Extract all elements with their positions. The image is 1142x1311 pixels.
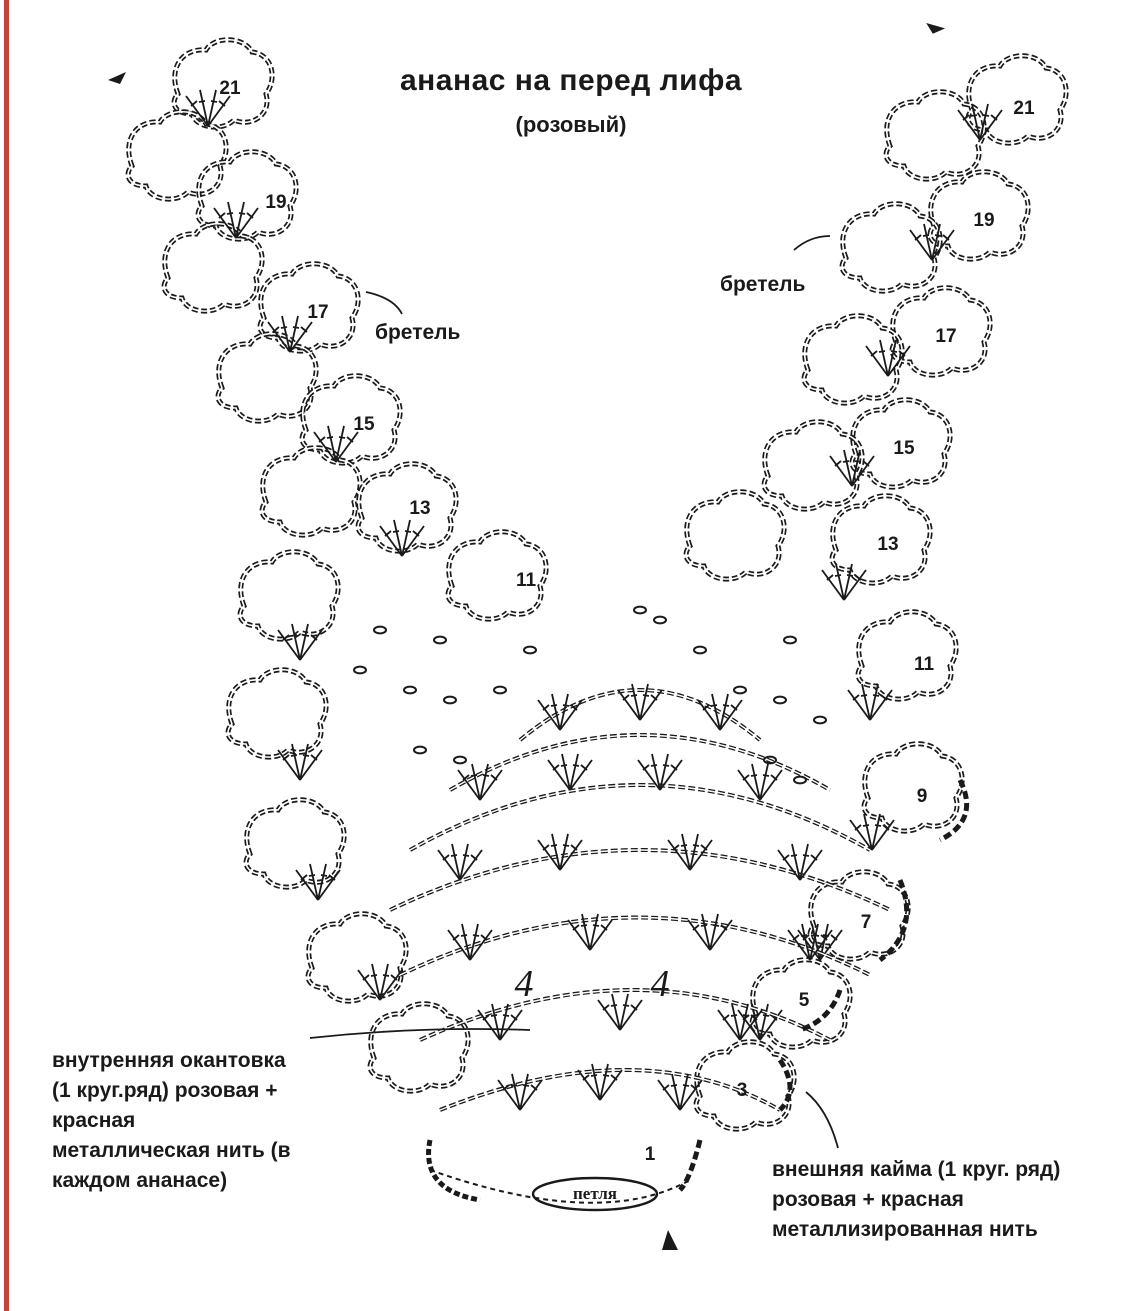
pineapple-fans	[438, 684, 832, 1110]
row-number: 3	[737, 1080, 748, 1101]
row-number: 11	[516, 570, 537, 591]
left-strap-stitches	[186, 90, 424, 1000]
strap-label-right: бретель	[720, 270, 805, 300]
outer-edging-note: внешняя кайма (1 круг. ряд) розовая + кр…	[772, 1155, 1142, 1245]
row-number: 11	[914, 654, 935, 675]
pineapple-rows-core	[390, 690, 890, 1110]
inner-edging-note: внутренняя окантовка (1 круг.ряд) розова…	[52, 1046, 362, 1196]
row-number: 19	[265, 192, 286, 213]
outer-edging	[680, 780, 967, 1190]
leader-lines	[310, 236, 838, 1148]
page-title: ананас на перед лифа	[0, 64, 1142, 98]
pineapple-rows	[390, 690, 890, 1110]
row-number: 17	[935, 326, 956, 347]
row-number: 15	[893, 438, 915, 459]
loop-label: петля	[540, 1184, 650, 1204]
pineapple-mark: 4	[515, 963, 534, 1005]
chain-links	[354, 607, 826, 784]
row-number: 9	[917, 786, 928, 807]
pineapple-mark: 4	[651, 963, 670, 1005]
row-number: 13	[409, 498, 430, 519]
row-number: 17	[307, 302, 328, 323]
row-number: 13	[877, 534, 898, 555]
row-number: 15	[353, 414, 375, 435]
row-number: 5	[799, 990, 810, 1011]
page-subtitle: (розовый)	[0, 112, 1142, 138]
strap-label-left: бретель	[375, 318, 460, 348]
right-strap-motifs	[686, 56, 1066, 1129]
row-number: 7	[861, 912, 872, 933]
row-number: 1	[645, 1144, 656, 1165]
row-number: 19	[973, 210, 994, 231]
left-strap-motifs	[128, 40, 546, 1091]
